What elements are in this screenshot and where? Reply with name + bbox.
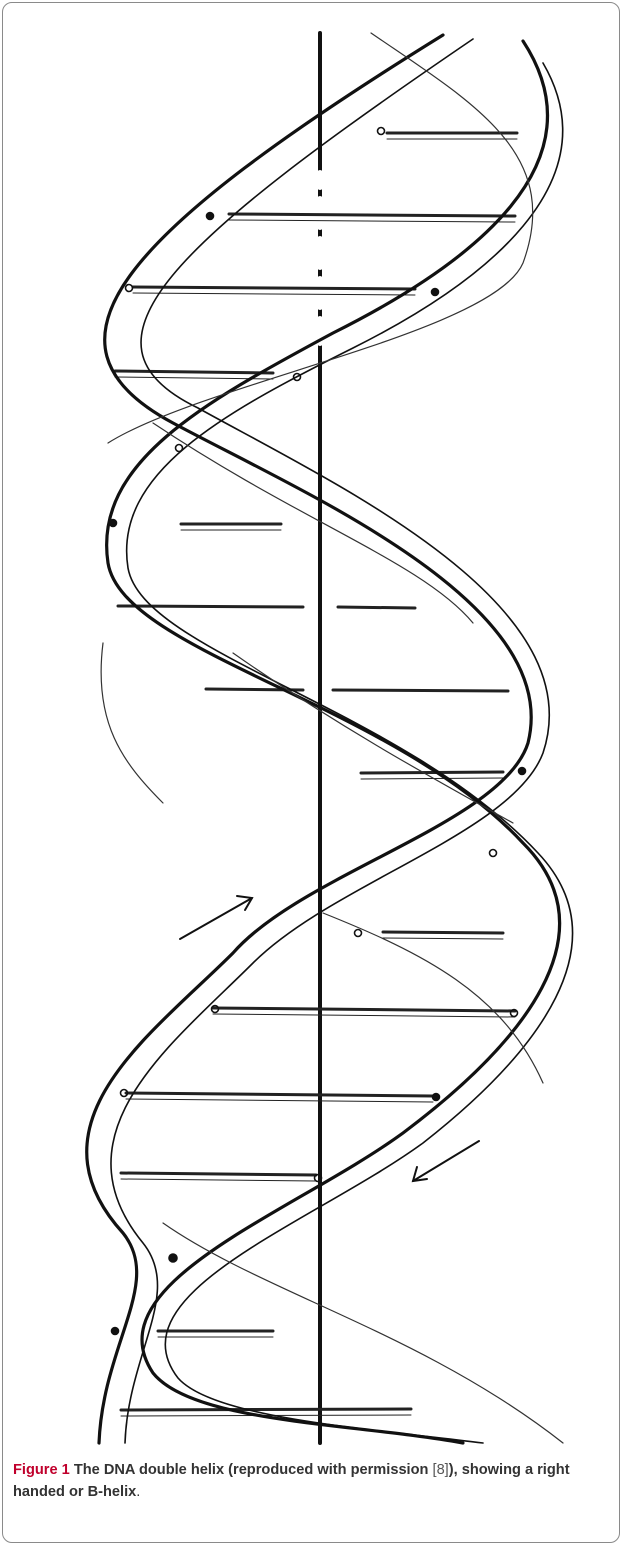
figure-caption: Figure 1 The DNA double helix (reproduce… bbox=[13, 1459, 613, 1503]
base-pair-rungs bbox=[115, 133, 517, 1416]
direction-arrow-up-right-icon bbox=[180, 896, 252, 939]
caption-period: . bbox=[136, 1484, 140, 1500]
direction-arrow-down-left-icon bbox=[413, 1141, 479, 1181]
caption-text-part1: The DNA double helix (reproduced with pe… bbox=[74, 1462, 429, 1478]
citation-reference[interactable]: [8] bbox=[433, 1462, 449, 1478]
background-strand-lines bbox=[101, 33, 563, 1443]
dna-double-helix-illustration bbox=[3, 3, 620, 1449]
figure-label: Figure 1 bbox=[13, 1462, 70, 1478]
